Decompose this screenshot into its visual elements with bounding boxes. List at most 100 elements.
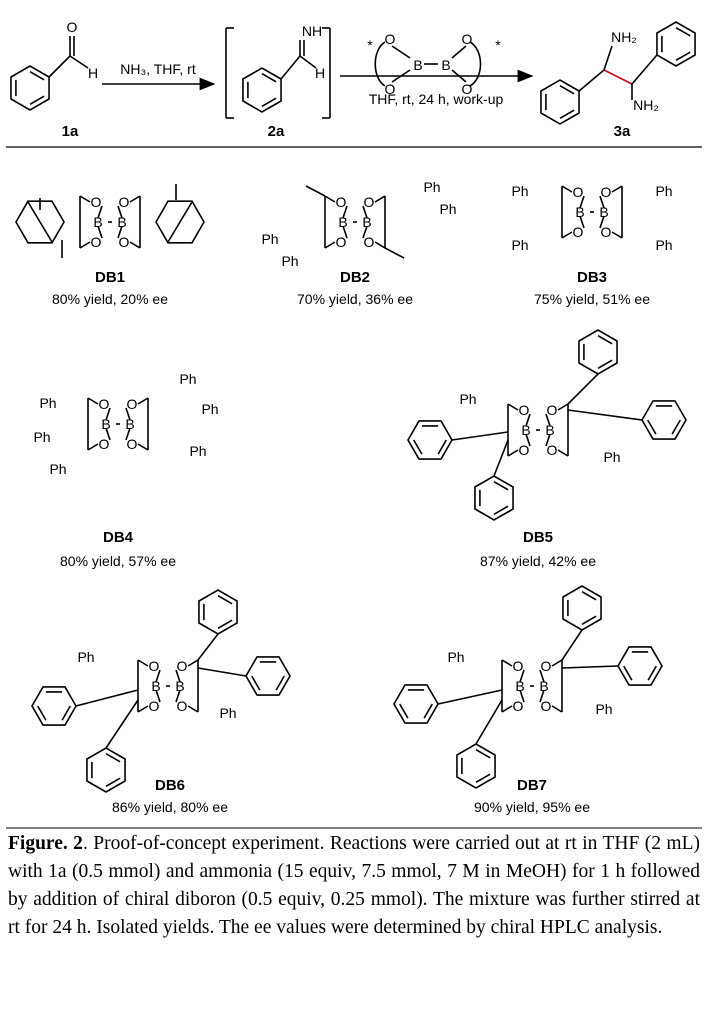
phenyl-label: Ph (77, 649, 94, 665)
atom-label: O (364, 234, 375, 250)
atom-label: O (91, 194, 102, 210)
phenyl-label: Ph (281, 253, 298, 269)
imine-label: NH (302, 23, 322, 39)
phenyl-label: Ph (423, 179, 440, 195)
diboron-name-db6: DB6 (155, 777, 185, 794)
ring-bond (155, 669, 161, 683)
atom-label: O (127, 396, 138, 412)
bond (48, 55, 71, 78)
ring-bond (79, 241, 91, 249)
phenyl-label: Ph (33, 429, 50, 445)
atom-label: B (539, 678, 548, 694)
benzene-ring (86, 747, 126, 793)
diol-arc (469, 41, 482, 87)
ring-bond (519, 669, 525, 683)
phenyl-label: Ph (219, 705, 236, 721)
ring-bond (551, 705, 563, 713)
atom-label: B (338, 214, 347, 230)
ring-bond (187, 705, 199, 713)
diboron-name-db4: DB4 (103, 529, 134, 546)
ring-bond (519, 689, 525, 703)
aromatic-bond (413, 439, 423, 455)
atom-label: B (515, 678, 524, 694)
ring-bond (579, 195, 585, 209)
ring-bond (525, 433, 531, 447)
diboron-result-db2: 70% yield, 36% ee (297, 291, 413, 307)
atom-label: O (462, 81, 473, 97)
benzene-ring (474, 475, 514, 521)
atom-label: B (575, 204, 584, 220)
aromatic-bond (261, 73, 277, 83)
ring-bond (557, 449, 569, 457)
ring-bond (374, 195, 386, 203)
benzene-ring (407, 420, 453, 460)
atom-label: O (385, 31, 396, 47)
aromatic-bond (29, 95, 45, 105)
aromatic-bond (559, 109, 575, 119)
bond (631, 54, 658, 85)
ring-bond (125, 407, 131, 421)
amine-label: NH₂ (611, 29, 637, 45)
aromatic-bond (105, 777, 121, 787)
bridge-bond (27, 201, 53, 243)
aromatic-bond (623, 665, 633, 681)
ring-bond (362, 225, 368, 239)
aromatic-bond (675, 51, 691, 61)
aromatic-bond (37, 705, 47, 721)
ring-bond (175, 689, 181, 703)
ring-bond (579, 215, 585, 229)
diol-arc (374, 41, 386, 87)
atom-label: O (462, 31, 473, 47)
phenyl-label: Ph (511, 183, 528, 199)
aromatic-bond (29, 71, 45, 81)
compound-label-3a: 3a (614, 123, 631, 140)
ring-bond (342, 225, 348, 239)
conditions-label: THF, rt, 24 h, work-up (369, 91, 504, 107)
aromatic-bond (217, 619, 233, 629)
ring-bond (501, 705, 513, 713)
atom-label: O (541, 698, 552, 714)
bond (391, 45, 411, 59)
phenyl-label: Ph (261, 231, 278, 247)
aromatic-bond (647, 665, 657, 681)
ring-bond (105, 407, 111, 421)
aromatic-bond (423, 703, 433, 719)
aryl-bond (475, 699, 503, 745)
aromatic-bond (493, 481, 509, 491)
phenyl-label: Ph (603, 449, 620, 465)
diboron-name-db1: DB1 (95, 269, 125, 286)
phenyl-label: Ph (595, 701, 612, 717)
oxygen-label: O (67, 19, 78, 35)
aromatic-bond (493, 505, 509, 515)
aromatic-bond (671, 419, 681, 435)
ring-bond (117, 225, 123, 239)
atom-label: B (413, 57, 422, 73)
atom-label: O (127, 436, 138, 452)
aryl-bond (561, 629, 583, 661)
ring-bond (342, 205, 348, 219)
ring-bond (374, 241, 386, 249)
benzene-ring (31, 686, 77, 726)
aromatic-bond (581, 615, 597, 625)
ring-bond (137, 659, 149, 667)
diboron-result-db1: 80% yield, 20% ee (52, 291, 168, 307)
ring-bond (324, 241, 336, 249)
star-label: * (367, 37, 373, 53)
ring-bond (539, 669, 545, 683)
benzene-ring (393, 684, 439, 724)
diboron-result-db6: 86% yield, 80% ee (112, 799, 228, 815)
ring-bond (557, 403, 569, 411)
aromatic-bond (647, 419, 657, 435)
ring-bond (561, 231, 573, 239)
hydrogen-label: H (88, 65, 98, 81)
aryl-bond (197, 667, 247, 677)
bond (69, 55, 89, 69)
compound-label-1a: 1a (62, 123, 79, 140)
aromatic-bond (675, 27, 691, 37)
atom-label: O (513, 698, 524, 714)
atom-label: B (125, 416, 134, 432)
atom-label: O (513, 658, 524, 674)
hydrogen-label: H (315, 65, 325, 81)
bond (280, 55, 301, 80)
